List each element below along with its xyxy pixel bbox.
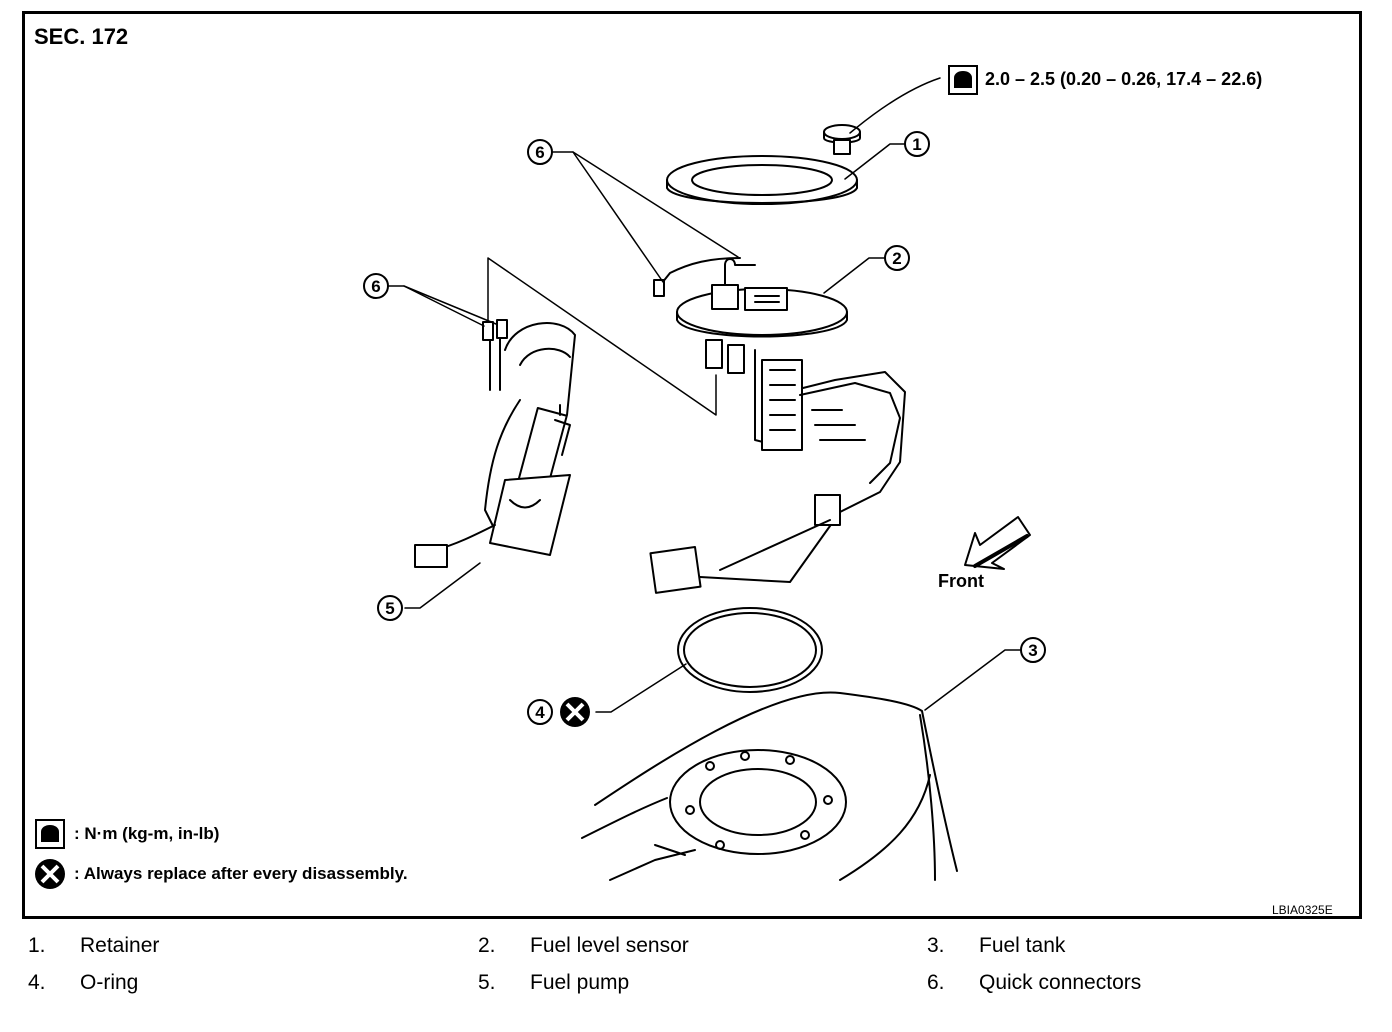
part-name: Fuel level sensor: [530, 934, 689, 957]
svg-text:1: 1: [912, 135, 921, 154]
fuel-tank: [581, 691, 958, 881]
bolt-icon: [823, 124, 861, 155]
callout-1: 1: [904, 131, 930, 157]
part-number: 3.: [927, 934, 945, 957]
fuel-pump: [414, 319, 576, 568]
part-number: 1.: [28, 934, 46, 957]
replace-x-icon: [560, 697, 590, 727]
callout-3: 3: [1020, 637, 1046, 663]
figure-code: LBIA0325E: [1272, 903, 1333, 917]
callout-6b: 6: [363, 273, 389, 299]
torque-wrench-icon: [948, 65, 978, 95]
o-ring: [677, 607, 823, 693]
torque-spec: 2.0 – 2.5 (0.20 – 0.26, 17.4 – 22.6): [985, 69, 1263, 89]
svg-text:4: 4: [535, 703, 545, 722]
callout-4: 4: [527, 699, 553, 725]
svg-text:2: 2: [892, 249, 901, 268]
part-name: Fuel pump: [530, 971, 630, 994]
callout-5: 5: [377, 595, 403, 621]
svg-text:6: 6: [371, 277, 380, 296]
callout-6a: 6: [527, 139, 553, 165]
legend-torque-wrench-icon: [35, 819, 65, 849]
part-name: O-ring: [80, 971, 139, 994]
part-name: Quick connectors: [979, 971, 1142, 994]
part-number: 6.: [927, 971, 945, 994]
svg-text:3: 3: [1028, 641, 1037, 660]
legend-replace-label: : Always replace after every disassembly…: [74, 864, 408, 883]
front-arrow-icon: [964, 516, 1031, 570]
section-title: SEC. 172: [34, 24, 129, 49]
front-label: Front: [938, 571, 984, 591]
diagram-frame: [22, 11, 1362, 919]
part-number: 2.: [478, 934, 496, 957]
legend-torque-label: : N·m (kg-m, in-lb): [74, 824, 220, 843]
legend-replace-x-icon: [35, 859, 65, 889]
part-name: Fuel tank: [979, 934, 1066, 957]
svg-text:6: 6: [535, 143, 544, 162]
svg-text:5: 5: [385, 599, 394, 618]
part-number: 4.: [28, 971, 46, 994]
callout-2: 2: [884, 245, 910, 271]
part-name: Retainer: [80, 934, 160, 957]
fuel-level-sensor: [649, 257, 906, 594]
part-number: 5.: [478, 971, 496, 994]
retainer-ring: [666, 155, 858, 205]
